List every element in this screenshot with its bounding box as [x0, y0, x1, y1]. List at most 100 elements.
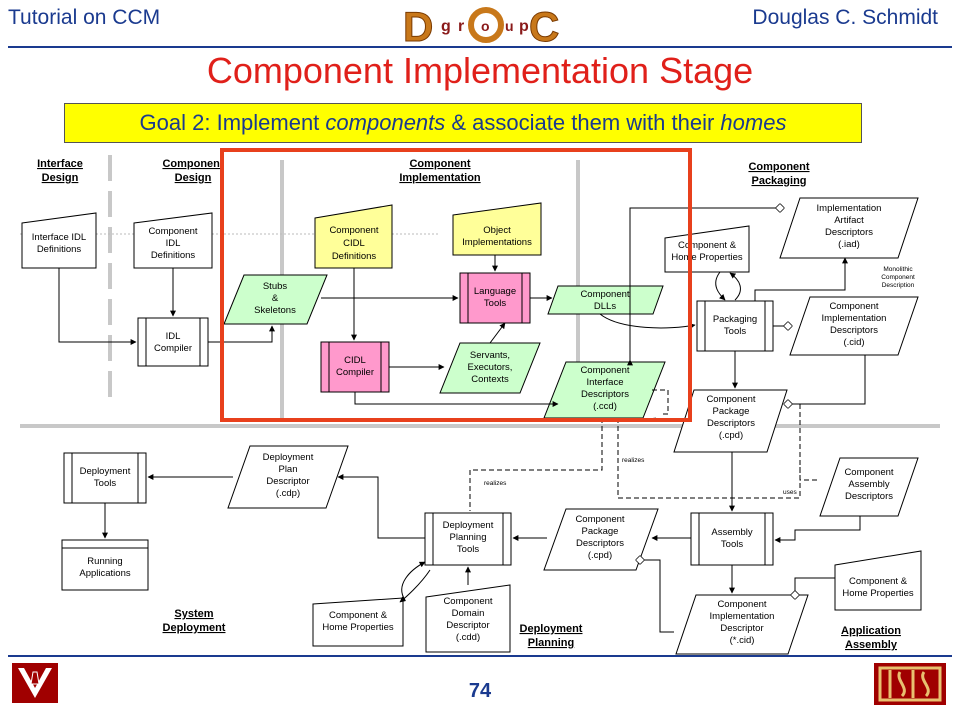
svg-text:Planning: Planning	[450, 532, 487, 543]
svg-text:Component: Component	[575, 514, 624, 525]
svg-text:Executors,: Executors,	[468, 362, 513, 373]
svg-text:Applications: Applications	[79, 568, 130, 579]
footer-rule	[8, 655, 952, 657]
edge-planning-to-deployment-plan	[337, 474, 425, 539]
svg-text:Object: Object	[483, 225, 511, 236]
edge-home-bottom-to-planning	[401, 561, 426, 601]
svg-text:Implementation: Implementation	[822, 313, 887, 324]
node-component-implementation-descriptor-bottom: Component Implementation Descriptor (*.c…	[675, 594, 809, 655]
svg-text:Implementation: Implementation	[817, 203, 882, 214]
svg-text:Deployment: Deployment	[263, 452, 314, 463]
edge-dashed-iface-realizes	[652, 389, 669, 415]
svg-text:Domain: Domain	[452, 608, 485, 619]
logo-letter-p: p	[519, 18, 529, 35]
node-home-properties-bottom: Component & Home Properties	[312, 597, 404, 647]
logo-letter-r: r	[458, 18, 464, 35]
svg-text:Deployment: Deployment	[443, 520, 494, 531]
highlight-frame	[220, 148, 692, 422]
node-cidl-compiler: CIDL Compiler	[320, 341, 390, 393]
svg-text:DLLs: DLLs	[594, 301, 616, 312]
goal-prefix: Goal 2: Implement	[139, 110, 326, 135]
svg-text:(*.cid): (*.cid)	[730, 635, 755, 646]
section-deployment-planning-1: Deployment	[520, 623, 583, 635]
edge-impl-bottom-to-home-right	[795, 577, 835, 595]
svg-text:Running: Running	[87, 556, 122, 567]
section-application-assembly-1: Application	[841, 625, 901, 637]
svg-text:Home Properties: Home Properties	[671, 252, 743, 263]
svg-text:Tools: Tools	[94, 478, 116, 489]
label-realizes-3: realizes	[484, 480, 507, 487]
svg-text:Definitions: Definitions	[332, 251, 377, 262]
svg-text:Deployment: Deployment	[80, 466, 131, 477]
node-packaging-tools: Packaging Tools	[696, 300, 774, 352]
node-component-dlls: Component DLLs	[547, 285, 664, 315]
svg-text:Tools: Tools	[484, 298, 506, 309]
svg-text:Description: Description	[882, 282, 915, 289]
node-component-assembly-descriptors: Component Assembly Descriptors	[819, 457, 919, 517]
svg-text:Component &: Component &	[329, 610, 388, 621]
goal-em-homes: homes	[720, 110, 787, 135]
svg-text:Component: Component	[580, 365, 629, 376]
section-component-design-1: Component	[162, 158, 223, 170]
logo-letter-c: C	[529, 3, 559, 47]
node-idl-compiler: IDL Compiler	[137, 317, 209, 367]
section-interface-design-2: Design	[42, 172, 79, 184]
svg-text:Packaging: Packaging	[713, 314, 757, 325]
section-component-design-2: Design	[175, 172, 212, 184]
goal-mid: & associate them with their	[445, 110, 721, 135]
svg-text:&: &	[272, 293, 279, 304]
svg-text:(.cpd): (.cpd)	[588, 550, 612, 561]
edge-packaging-to-home-props	[729, 272, 741, 301]
svg-text:Descriptor: Descriptor	[720, 623, 763, 634]
svg-text:Descriptors: Descriptors	[581, 389, 629, 400]
svg-text:CIDL: CIDL	[343, 238, 365, 249]
section-component-implementation-2: Implementation	[399, 172, 481, 184]
node-stubs-skeletons: Stubs & Skeletons	[223, 274, 328, 325]
svg-text:(.cid): (.cid)	[843, 337, 864, 348]
svg-text:Compiler: Compiler	[336, 367, 374, 378]
svg-text:Assembly: Assembly	[848, 479, 889, 490]
svg-text:IDL: IDL	[166, 238, 181, 249]
svg-text:Component: Component	[148, 226, 197, 237]
logo-letter-o-ring	[468, 7, 504, 43]
header-left-text: Tutorial on CCM	[8, 6, 161, 29]
edge-packaging-to-artifact	[754, 257, 848, 301]
section-component-packaging-2: Packaging	[751, 175, 806, 187]
node-component-idl: Component IDL Definitions	[133, 212, 213, 269]
svg-text:Component &: Component &	[678, 240, 737, 251]
svg-text:Servants,: Servants,	[470, 350, 510, 361]
svg-text:Component: Component	[580, 289, 629, 300]
edge-cidl-compiler-to-iface-desc	[354, 392, 559, 407]
svg-text:Home Properties: Home Properties	[842, 588, 914, 599]
svg-text:Tools: Tools	[724, 326, 746, 337]
logo-letter-g: g	[441, 18, 451, 35]
node-running-applications: Running Applications	[61, 539, 149, 591]
svg-text:Descriptor: Descriptor	[446, 620, 489, 631]
svg-text:Artifact: Artifact	[834, 215, 864, 226]
node-servants: Servants, Executors, Contexts	[439, 342, 541, 394]
svg-text:IDL: IDL	[166, 331, 181, 342]
svg-text:Component: Component	[329, 225, 378, 236]
section-interface-design-1: Interface	[37, 158, 83, 170]
page-number: 74	[468, 680, 492, 702]
node-deployment-plan-descriptor: Deployment Plan Descriptor (.cdp)	[227, 445, 349, 509]
svg-text:Package: Package	[713, 406, 750, 417]
node-interface-idl: Interface IDL Definitions	[21, 212, 97, 269]
node-component-domain-descriptor: Component Domain Descriptor (.cdd)	[425, 584, 511, 653]
node-component-package-descriptors-top: Component Package Descriptors (.cpd)	[673, 389, 788, 453]
label-monolithic: Monolithic Component Description	[881, 266, 915, 289]
header-rule	[8, 46, 952, 48]
svg-text:Plan: Plan	[278, 464, 297, 475]
node-object-implementations: Object Implementations	[452, 202, 542, 256]
svg-text:Tools: Tools	[721, 539, 743, 550]
logo-letter-d: D	[403, 3, 433, 47]
svg-text:Definitions: Definitions	[37, 244, 82, 255]
svg-text:Descriptors: Descriptors	[707, 418, 755, 429]
svg-text:Monolithic: Monolithic	[883, 266, 913, 273]
svg-text:Definitions: Definitions	[151, 250, 196, 261]
node-component-cidl: Component CIDL Definitions	[314, 204, 393, 269]
edge-home-props-to-packaging-a	[715, 271, 726, 301]
svg-text:Descriptors: Descriptors	[845, 491, 893, 502]
edge-pkg-mid-to-impl-bottom	[640, 560, 674, 633]
